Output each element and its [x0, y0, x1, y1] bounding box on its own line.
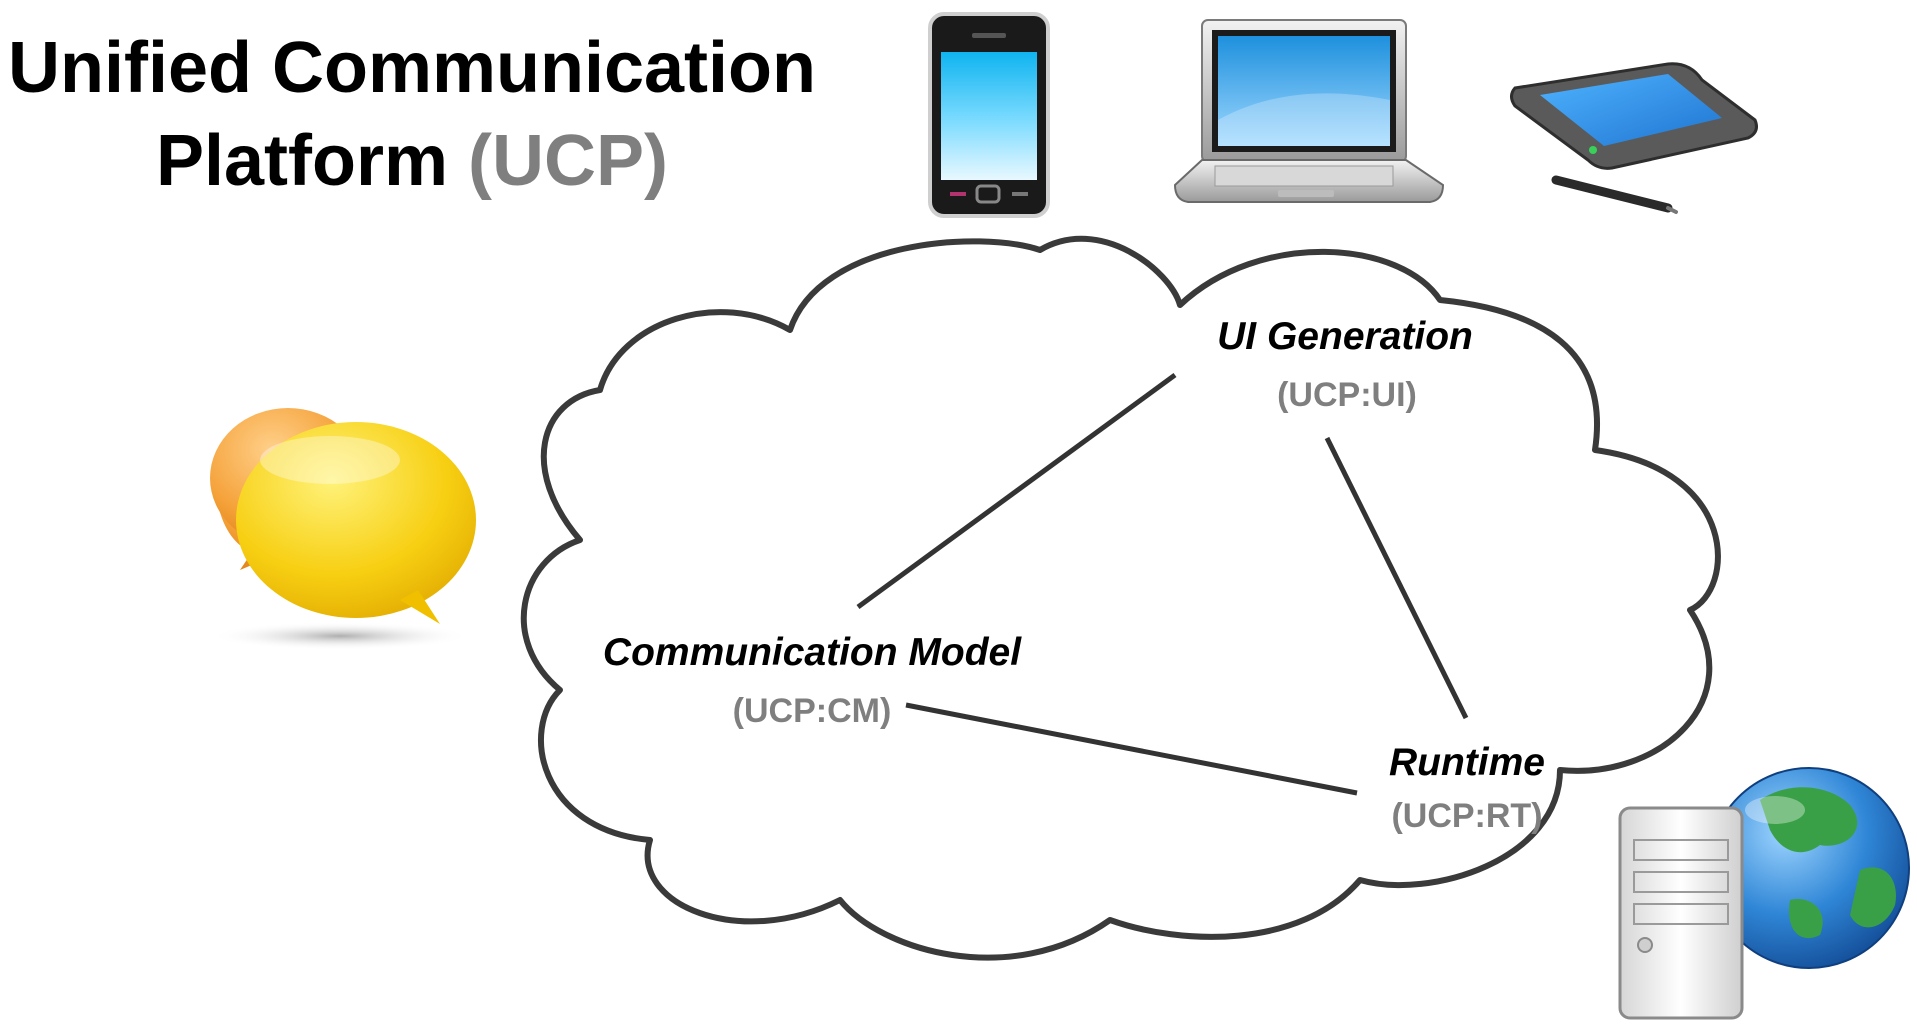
- node-ui-title: UI Generation: [1217, 315, 1473, 358]
- title-ucp-accent: (UCP): [468, 121, 668, 201]
- title-platform: Platform: [156, 121, 468, 201]
- node-runtime: Runtime (UCP:RT): [1389, 741, 1545, 835]
- node-communication-model: Communication Model (UCP:CM): [603, 631, 1022, 730]
- edge-ui-cm: [856, 372, 1177, 610]
- tablet-icon: [1510, 62, 1758, 214]
- title-line-2: Platform (UCP): [156, 121, 668, 201]
- node-ui-generation: UI Generation (UCP:UI): [1217, 315, 1473, 414]
- node-rt-title: Runtime: [1389, 741, 1545, 784]
- laptop-icon: [1173, 19, 1445, 203]
- ucp-cloud: [520, 235, 1721, 961]
- edge-cm-rt: [905, 702, 1358, 796]
- server-globe-icon: [1618, 767, 1910, 1020]
- smartphone-icon: [928, 12, 1050, 218]
- title-line-1: Unified Communication: [8, 28, 816, 108]
- edge-ui-rt: [1324, 436, 1469, 720]
- page-title: Unified Communication Platform (UCP): [8, 28, 816, 201]
- chat-bubbles-icon: [210, 408, 476, 650]
- node-rt-subtitle: (UCP:RT): [1391, 797, 1542, 835]
- node-cm-subtitle: (UCP:CM): [733, 692, 892, 730]
- node-ui-subtitle: (UCP:UI): [1277, 376, 1417, 414]
- connection-lines: [856, 372, 1469, 796]
- node-cm-title: Communication Model: [603, 631, 1022, 674]
